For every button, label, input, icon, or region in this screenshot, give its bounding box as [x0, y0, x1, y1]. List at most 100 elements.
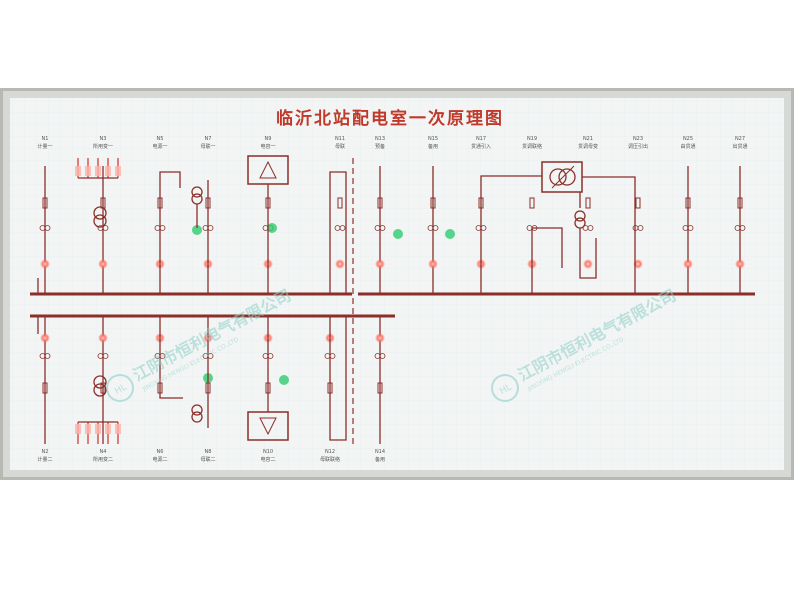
indicator-lamp [428, 259, 438, 269]
breaker-icon [377, 382, 383, 394]
feeder-name-label: 由贯通 [680, 143, 695, 150]
load-lamp [75, 166, 81, 176]
feeder-number-label: N4 [100, 449, 107, 455]
feeder-name-label: 所用变二 [93, 456, 113, 463]
indicator-lamp [267, 223, 277, 233]
current-transformer-icon [379, 225, 386, 231]
transformer-icon [93, 375, 107, 397]
current-transformer-icon [739, 225, 746, 231]
indicator-lamp [335, 259, 345, 269]
svg-text:HL: HL [113, 383, 128, 397]
indicator-lamp [445, 229, 455, 239]
feeder-number-label: N7 [205, 136, 212, 142]
feeder-name-label: 计量二 [37, 456, 52, 463]
wire [329, 171, 347, 294]
feeder-number-label: N27 [735, 136, 745, 142]
schematic-diagram: 临沂北站配电室一次原理图 N1计量一N3所用变一N5电源一N7母联一N9电容一N… [0, 88, 794, 480]
feeder-number-label: N6 [157, 449, 164, 455]
feeder-name-label: 电源二 [152, 456, 167, 463]
load-lamp [95, 424, 101, 434]
indicator-lamp [40, 333, 50, 343]
breaker-icon [585, 197, 591, 209]
feeder-name-label: 贯调联络 [522, 143, 542, 150]
load-lamp [105, 424, 111, 434]
breaker-icon [42, 197, 48, 209]
breaker-icon [737, 197, 743, 209]
breaker-icon [635, 197, 641, 209]
feeder-name-label: 计量一 [37, 143, 52, 150]
current-transformer-icon [379, 353, 386, 359]
feeder-circuits [39, 158, 746, 444]
feeder-number-label: N25 [683, 136, 693, 142]
feeder-name-label: 电容二 [260, 456, 275, 463]
current-transformer-icon [102, 225, 109, 231]
load-lamp [95, 166, 101, 176]
feeder-number-label: N10 [263, 449, 273, 455]
feeder-name-label: 所用变一 [93, 143, 113, 150]
feeder-number-label: N11 [335, 136, 345, 142]
feeder-number-label: N13 [375, 136, 385, 142]
load-lamp [105, 166, 111, 176]
transformer-icon [93, 206, 107, 228]
feeder-number-label: N17 [476, 136, 486, 142]
feeder-name-label: 贯调母变 [578, 143, 598, 150]
feeder-number-label: N8 [205, 449, 212, 455]
feeder-number-label: N19 [527, 136, 537, 142]
load-lamp [115, 166, 121, 176]
svg-text:HL: HL [498, 383, 513, 397]
feeder-name-label: 备用 [428, 143, 438, 150]
indicator-lamp [583, 259, 593, 269]
board-grid [10, 98, 784, 470]
feeder-name-label: 母联 [335, 143, 345, 150]
feeder-name-label: 出贯通 [732, 143, 747, 150]
current-transformer-icon [637, 225, 644, 231]
breaker-icon [685, 197, 691, 209]
wire [531, 227, 563, 294]
feeder-number-label: N9 [265, 136, 272, 142]
load-lamp [85, 166, 91, 176]
load-lamp [75, 424, 81, 434]
feeder-name-label: 预备 [375, 143, 385, 150]
load-lamp [85, 424, 91, 434]
indicator-lamp [735, 259, 745, 269]
feeder-name-label: 母联联络 [320, 456, 340, 463]
feeder-name-label: 电源一 [152, 143, 167, 150]
feeder-number-label: N21 [583, 136, 593, 142]
feeder-number-label: N15 [428, 136, 438, 142]
wire [480, 175, 542, 294]
feeder-name-label: 备用 [375, 456, 385, 463]
breaker-icon [430, 197, 436, 209]
current-transformer-icon [339, 225, 346, 231]
indicator-lamp [98, 333, 108, 343]
feeder-name-label: 调压引出 [628, 143, 648, 150]
feeder-name-label: 母联二 [200, 456, 215, 463]
load-lamp [115, 424, 121, 434]
feeder-number-label: N5 [157, 136, 164, 142]
breaker-icon [529, 197, 535, 209]
current-transformer-icon [432, 225, 439, 231]
current-transformer-icon [587, 225, 594, 231]
indicator-lamp [40, 259, 50, 269]
indicator-lamp [375, 333, 385, 343]
feeder-number-label: N3 [100, 136, 107, 142]
panel-title: 临沂北站配电室一次原理图 [276, 108, 504, 129]
current-transformer-icon [44, 353, 51, 359]
current-transformer-icon [102, 353, 109, 359]
feeder-name-label: 贯通引入 [471, 143, 491, 150]
current-transformer-icon [44, 225, 51, 231]
transformer-icon [191, 404, 203, 423]
feeder-number-label: N1 [42, 136, 49, 142]
current-transformer-icon [687, 225, 694, 231]
breaker-icon [42, 382, 48, 394]
wire [159, 171, 181, 294]
wire [329, 316, 347, 441]
wire [579, 228, 597, 279]
feeder-name-label: 电容一 [260, 143, 275, 150]
indicator-lamp [192, 225, 202, 235]
feeder-number-label: N23 [633, 136, 643, 142]
feeder-name-label: 母联一 [200, 143, 215, 150]
indicator-lamp [393, 229, 403, 239]
